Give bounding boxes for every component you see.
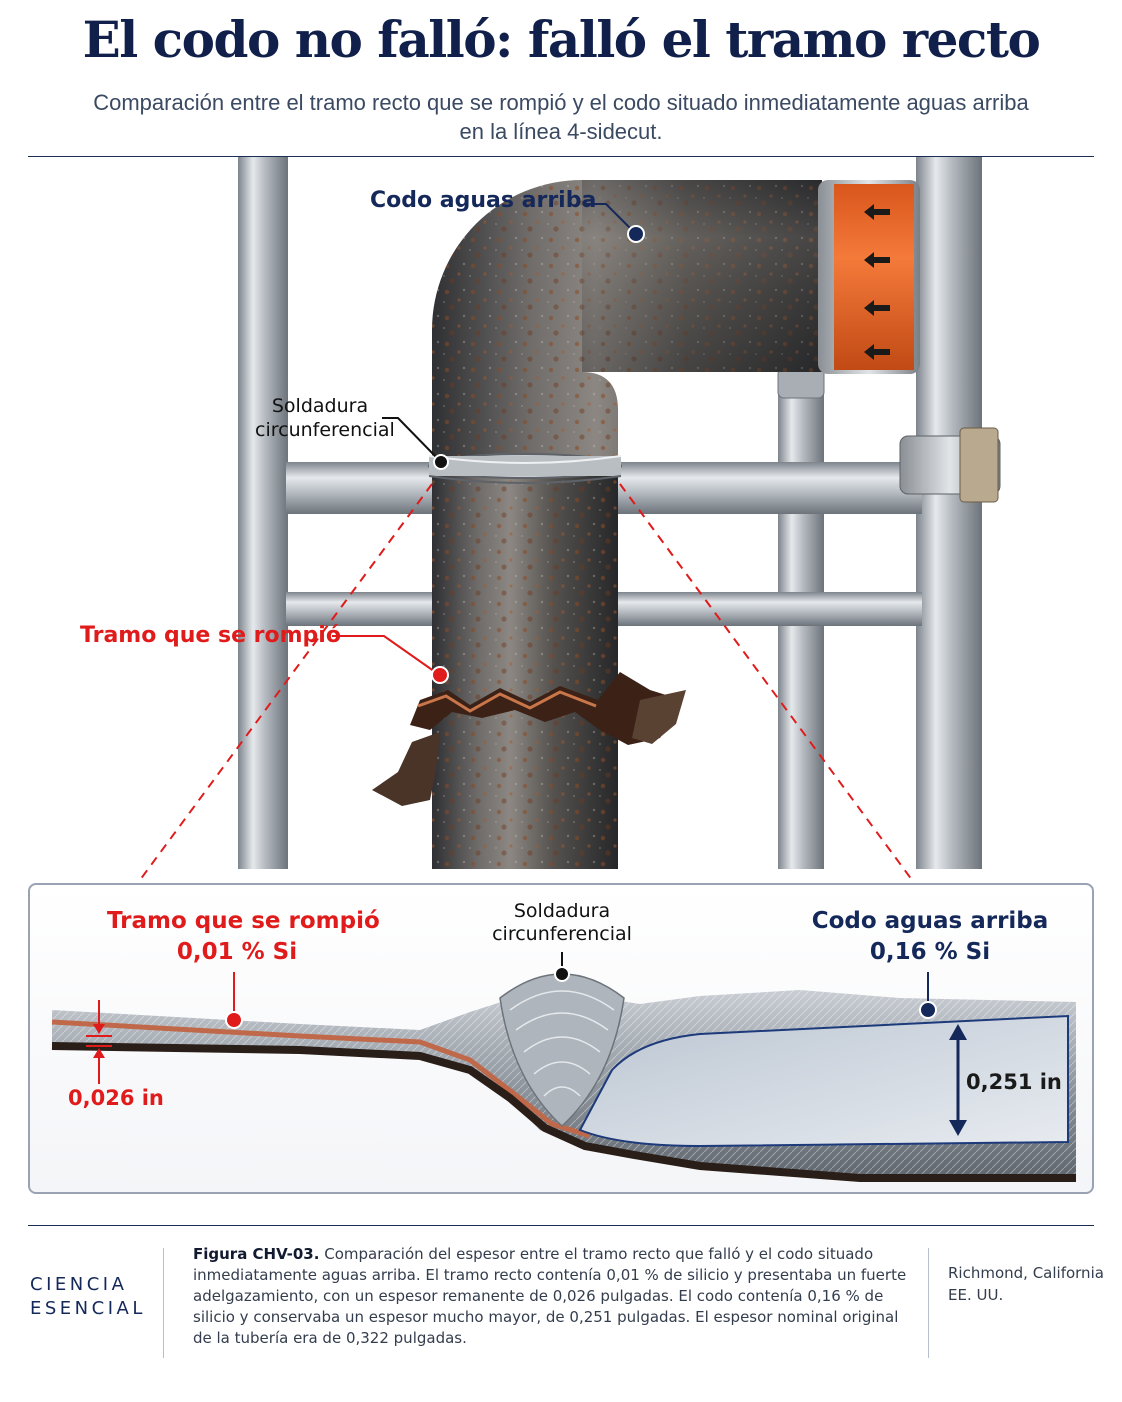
caption-lead: Figura CHV-03. <box>193 1245 320 1263</box>
cross-section-panel <box>28 883 1094 1194</box>
logo-line-2: ESENCIAL <box>30 1298 146 1319</box>
elbow-pipe <box>432 180 822 470</box>
panel-failed-label: Tramo que se rompió 0,01 % Si <box>107 906 380 968</box>
location-line-1: Richmond, California <box>948 1264 1104 1282</box>
subtitle-line-1: Comparación entre el tramo recto que se … <box>93 90 1029 115</box>
panel-failed-si: 0,01 % Si <box>176 939 298 965</box>
failed-section-label: Tramo que se rompió <box>80 623 341 648</box>
caption-body: Comparación del espesor entre el tramo r… <box>193 1245 907 1347</box>
brand-logo: CIENCIA ESENCIAL <box>30 1273 146 1321</box>
failed-marker-dot <box>431 666 449 684</box>
weld-marker-dot <box>433 454 449 470</box>
panel-elbow-label: Codo aguas arriba 0,16 % Si <box>810 906 1050 968</box>
panel-elbow-si: 0,16 % Si <box>869 939 991 965</box>
weld-label-line-2: circunferencial <box>255 419 395 441</box>
location: Richmond, California EE. UU. <box>948 1262 1104 1306</box>
page-title: El codo no falló: falló el tramo recto <box>82 10 1041 69</box>
rupture-tear <box>372 672 686 806</box>
weld-label: Soldadura circunferencial <box>255 394 395 442</box>
weld-label-line-1: Soldadura <box>271 395 369 417</box>
panel-elbow-dot <box>919 1001 937 1019</box>
failed-thickness-value: 0,026 in <box>68 1086 164 1110</box>
elbow-marker-dot <box>627 225 645 243</box>
header-divider <box>28 156 1094 157</box>
elbow-label: Codo aguas arriba <box>370 188 597 213</box>
panel-failed-dot <box>225 1011 243 1029</box>
subtitle-line-2: en la línea 4-sidecut. <box>459 119 663 144</box>
panel-weld-label: Soldadura circunferencial <box>492 900 632 946</box>
flow-direction-band <box>818 180 920 374</box>
elbow-thickness-arrow <box>949 1024 967 1136</box>
figure-caption: Figura CHV-03. Comparación del espesor e… <box>193 1244 908 1349</box>
logo-line-1: CIENCIA <box>30 1274 128 1295</box>
cross-section-drawing <box>51 952 1076 1182</box>
leader-lines <box>332 203 636 675</box>
panel-failed-title: Tramo que se rompió <box>107 908 380 934</box>
panel-weld-dot <box>554 966 570 982</box>
projection-lines <box>139 483 913 881</box>
elbow-inner-bore <box>578 1014 1069 1148</box>
pipe-illustration <box>139 157 1001 881</box>
weld-ring <box>428 453 622 484</box>
failed-thickness-marker <box>86 1000 112 1084</box>
page-subtitle: Comparación entre el tramo recto que se … <box>60 88 1062 146</box>
straight-pipe <box>432 470 618 869</box>
panel-weld-line-1: Soldadura <box>513 900 611 922</box>
location-line-2: EE. UU. <box>948 1286 1004 1304</box>
flow-arrow-icons <box>864 204 890 360</box>
elbow-thickness-value: 0,251 in <box>966 1070 1062 1094</box>
footer-separator-left <box>163 1248 164 1358</box>
footer-separator-right <box>928 1248 929 1358</box>
footer-divider <box>28 1225 1094 1226</box>
panel-elbow-title: Codo aguas arriba <box>811 908 1049 934</box>
panel-weld-line-2: circunferencial <box>492 923 632 945</box>
